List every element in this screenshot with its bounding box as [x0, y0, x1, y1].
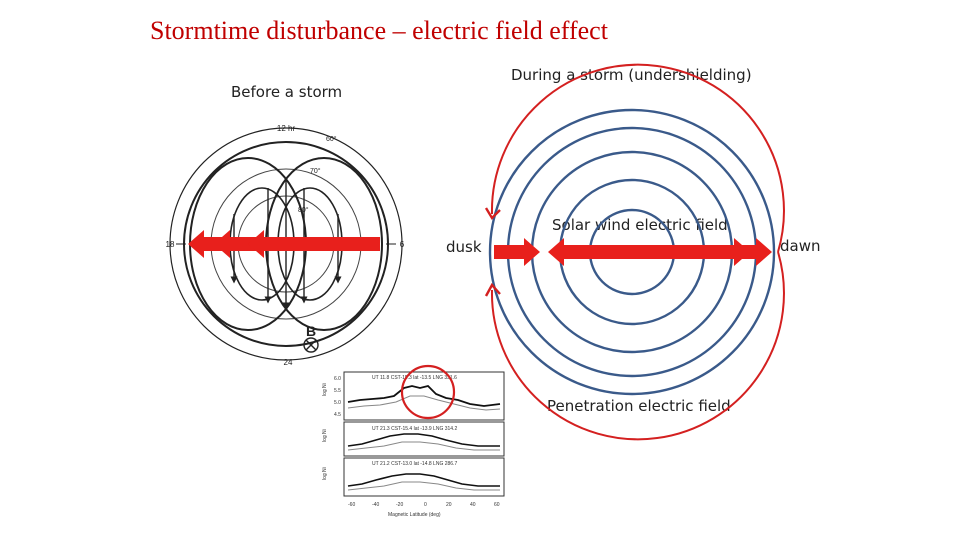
- arc-bottom-arrowhead: [484, 282, 501, 297]
- label-24: 24: [284, 358, 293, 367]
- panel-3-curve-ion: [347, 473, 500, 487]
- left-efield-arrow-2: [248, 230, 332, 258]
- penetration-arc-top: [490, 63, 785, 253]
- slide-title: Stormtime disturbance – electric field e…: [150, 16, 608, 45]
- label-lat-80: 80°: [298, 206, 309, 214]
- left-efield-arrow-3: [188, 230, 226, 258]
- left-polar-diagram: 12 hr 24 18 6 60° 70° 80° B: [166, 124, 405, 367]
- label-lat-70: 70°: [310, 167, 321, 175]
- solar-wind-efield-arrow: [548, 238, 750, 266]
- before-storm-label: Before a storm: [231, 83, 343, 101]
- inset-ylabel-3: log Ni: [322, 467, 328, 480]
- dawn-label: dawn: [780, 237, 821, 255]
- penetration-arc-bottom: [490, 251, 785, 441]
- inset-ytick-4: 4.5: [334, 412, 341, 418]
- panel-2-curve-ion: [347, 433, 500, 447]
- inset-xtick-7: 60: [494, 502, 500, 508]
- inset-density-plot: UT 11.8 CST-15.3 lat -13.5 LNG 331.6 UT …: [322, 364, 505, 518]
- inset-ytick-3: 5.0: [334, 400, 341, 406]
- b-into-page-icon: [303, 337, 319, 353]
- inset-ylabel-1: log Ni: [322, 383, 328, 396]
- dawn-side-arrow: [742, 238, 772, 266]
- arc-top-arrowhead: [484, 207, 501, 220]
- panel-1-curve-ion: [347, 385, 501, 407]
- dusk-label: dusk: [446, 238, 482, 256]
- inset-panel-1-header: UT 11.8 CST-15.3 lat -13.5 LNG 331.6: [372, 375, 457, 381]
- panel-3-curve-model: [347, 481, 500, 491]
- inset-xlabel: Magnetic Latitude (deg): [388, 512, 441, 518]
- inset-panel-2-header: UT 21.3 CST-15.4 lat -13.9 LNG 314.2: [372, 426, 457, 432]
- dusk-side-arrow: [494, 238, 540, 266]
- right-shielding-diagram: [484, 63, 785, 441]
- panel-1-curve-model: [347, 395, 501, 411]
- label-lat-60: 60°: [326, 135, 337, 143]
- outer-polar-circle: [169, 127, 403, 361]
- inset-xtick-3: -20: [396, 502, 403, 508]
- label-18: 18: [166, 240, 175, 249]
- inset-xtick-4: 0: [424, 502, 427, 508]
- label-12hr: 12 hr: [277, 124, 296, 133]
- inset-ylabel-2: log Ni: [322, 429, 328, 442]
- label-6: 6: [400, 240, 405, 249]
- inset-ytick-2: 5.5: [334, 388, 341, 394]
- inset-xtick-6: 40: [470, 502, 476, 508]
- inset-xtick-2: -40: [372, 502, 379, 508]
- inset-xtick-1: -60: [348, 502, 355, 508]
- inset-panel-3-header: UT 21.2 CST-13.0 lat -14.8 LNG 286.7: [372, 461, 457, 467]
- ring-1: [488, 108, 776, 396]
- inset-xtick-5: 20: [446, 502, 452, 508]
- during-storm-label: During a storm (undershielding): [511, 66, 752, 84]
- b-field-label: B: [306, 323, 316, 339]
- panel-2-curve-model: [347, 441, 500, 451]
- inset-ytick-1: 6.0: [334, 376, 341, 382]
- equatorial-anomaly-highlight: [400, 364, 456, 420]
- penetration-label: Penetration electric field: [547, 397, 731, 415]
